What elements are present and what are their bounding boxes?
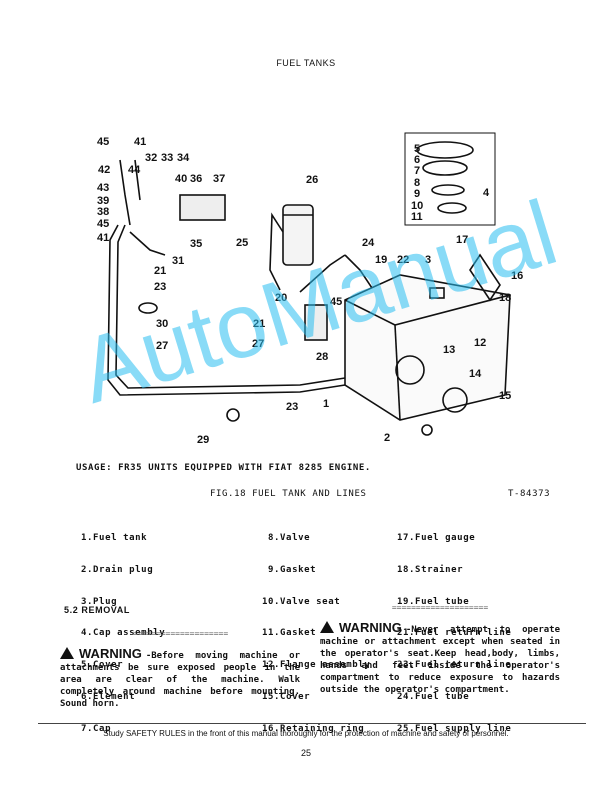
fuel-tank-diagram: 45 41 42 44 32 33 34 40 36 37 43 39 38 4… — [97, 132, 523, 446]
footer-divider — [38, 723, 586, 724]
callout-label: 42 — [98, 164, 110, 176]
callout-label: 13 — [443, 344, 455, 356]
callout-label: 28 — [316, 351, 328, 363]
callout-label: 21 — [154, 265, 166, 277]
legend-item: 25.Fuel supply line — [397, 723, 512, 734]
legend-column-1: 1.Fuel tank 2.Drain plug 3.Plug 4.Cap as… — [81, 513, 165, 756]
callout-label: 10 — [411, 200, 423, 212]
callout-label: 39 — [97, 195, 109, 207]
callout-label: 37 — [213, 173, 225, 185]
warning-text: -Before moving machine or attachments be… — [60, 651, 300, 709]
callout-label: 12 — [474, 337, 486, 349]
legend-item: 17.Fuel gauge — [397, 533, 476, 543]
callout-label: 5 — [414, 143, 420, 155]
warning-triangle-icon — [60, 647, 74, 659]
warning-text: -Never attempt to operate machine or att… — [320, 625, 560, 695]
figure-code: T-84373 — [508, 489, 551, 499]
callout-label: 34 — [177, 152, 190, 164]
callout-label: 38 — [97, 206, 109, 218]
figure-caption: FIG.18 FUEL TANK AND LINES — [210, 489, 367, 499]
warning-triangle-icon — [320, 621, 334, 633]
legend-item: 3.Plug — [81, 596, 118, 607]
legend-item: 1.Fuel tank — [81, 533, 148, 543]
legend-item: 18.Strainer — [397, 564, 464, 575]
warning-paragraph: WARNING-Never attempt to operate machine… — [320, 621, 560, 696]
callout-label: 14 — [469, 368, 482, 380]
warning-box-2: ==================== WARNING-Never attem… — [320, 603, 560, 696]
divider: ==================== — [131, 629, 229, 638]
callout-label: 20 — [275, 292, 287, 304]
legend-item: 8.Valve — [268, 533, 311, 543]
callout-label: 23 — [286, 401, 298, 413]
warning-box-1: ==================== WARNING-Before movi… — [60, 629, 300, 710]
callout-label: 24 — [362, 237, 375, 249]
warning-title: WARNING — [339, 620, 402, 635]
legend-item: 21.Fuel return line — [397, 628, 512, 639]
callout-label: 27 — [156, 340, 168, 352]
callout-label: 17 — [456, 234, 468, 246]
callout-label: 43 — [97, 182, 109, 194]
legend-column-2: 8.Valve 9.Gasket 10.Valve seat 11.Gasket… — [262, 513, 370, 756]
callout-label: 35 — [190, 238, 202, 250]
callout-label: 21 — [253, 318, 265, 330]
callout-label: 1 — [323, 398, 329, 410]
legend-item: 5.Cover — [81, 660, 124, 671]
callout-label: 22 — [397, 254, 409, 266]
callout-label: 30 — [156, 318, 168, 330]
callout-label: 18 — [499, 292, 511, 304]
callout-label: 31 — [172, 255, 184, 267]
callout-label: 6 — [414, 154, 420, 166]
legend-item: 12.Flange assembly — [262, 660, 371, 671]
page-number: 25 — [300, 748, 311, 758]
callout-label: 15 — [499, 390, 511, 402]
section-title: 5.2 REMOVAL — [64, 605, 130, 615]
legend-item: 7.Cap — [81, 723, 112, 734]
callout-label: 29 — [197, 434, 209, 446]
callout-label: 23 — [154, 281, 166, 293]
callout-label: 7 — [414, 165, 420, 177]
callout-label: 19 — [375, 254, 387, 266]
legend-item: 11.Gasket — [262, 628, 317, 639]
callout-label: 9 — [414, 188, 420, 200]
callout-label: 3 — [425, 254, 431, 266]
callout-label: 41 — [134, 136, 146, 148]
callout-label: 45 — [97, 136, 109, 148]
callout-label: 16 — [511, 270, 523, 282]
callout-label: 45 — [330, 296, 342, 308]
callout-label: 2 — [384, 432, 390, 444]
legend-item: 15.Cover — [262, 691, 311, 702]
callout-label: 11 — [411, 211, 423, 223]
divider: ==================== — [391, 603, 489, 612]
legend-item: 16.Retaining ring — [262, 723, 365, 734]
callout-label: 44 — [128, 164, 141, 176]
callout-label: 8 — [414, 177, 420, 189]
legend-item: 4.Cap assembly — [81, 628, 166, 639]
page-header: FUEL TANKS — [276, 58, 336, 68]
callout-label: 40 — [175, 173, 187, 185]
legend-column-3: 17.Fuel gauge 18.Strainer 19.Fuel tube 2… — [397, 513, 511, 756]
legend-item: 6.Element — [81, 691, 136, 702]
callout-label: 33 — [161, 152, 173, 164]
callout-label: 25 — [236, 237, 248, 249]
legend-item: 9.Gasket — [268, 564, 317, 575]
callout-label: 36 — [190, 173, 202, 185]
callout-label: 26 — [306, 174, 318, 186]
callout-label: 32 — [145, 152, 157, 164]
warning-title: WARNING — [79, 646, 142, 661]
legend-item: 24.Fuel tube — [397, 691, 470, 702]
callout-label: 45 — [97, 218, 109, 230]
callout-label: 27 — [252, 338, 264, 350]
legend-item: 10.Valve seat — [262, 596, 341, 607]
legend-item: 23.Fuel return line — [397, 660, 512, 671]
footer-note: Study SAFETY RULES in the front of this … — [103, 729, 509, 738]
usage-note: USAGE: FR35 UNITS EQUIPPED WITH FIAT 828… — [76, 463, 371, 473]
callout-label: 41 — [97, 232, 109, 244]
callout-label: 4 — [483, 187, 490, 199]
legend-item: 2.Drain plug — [81, 564, 154, 575]
legend-item: 19.Fuel tube — [397, 596, 470, 607]
callout-labels: 45 41 42 44 32 33 34 40 36 37 43 39 38 4… — [97, 136, 523, 446]
warning-paragraph: WARNING-Before moving machine or attachm… — [60, 647, 300, 710]
